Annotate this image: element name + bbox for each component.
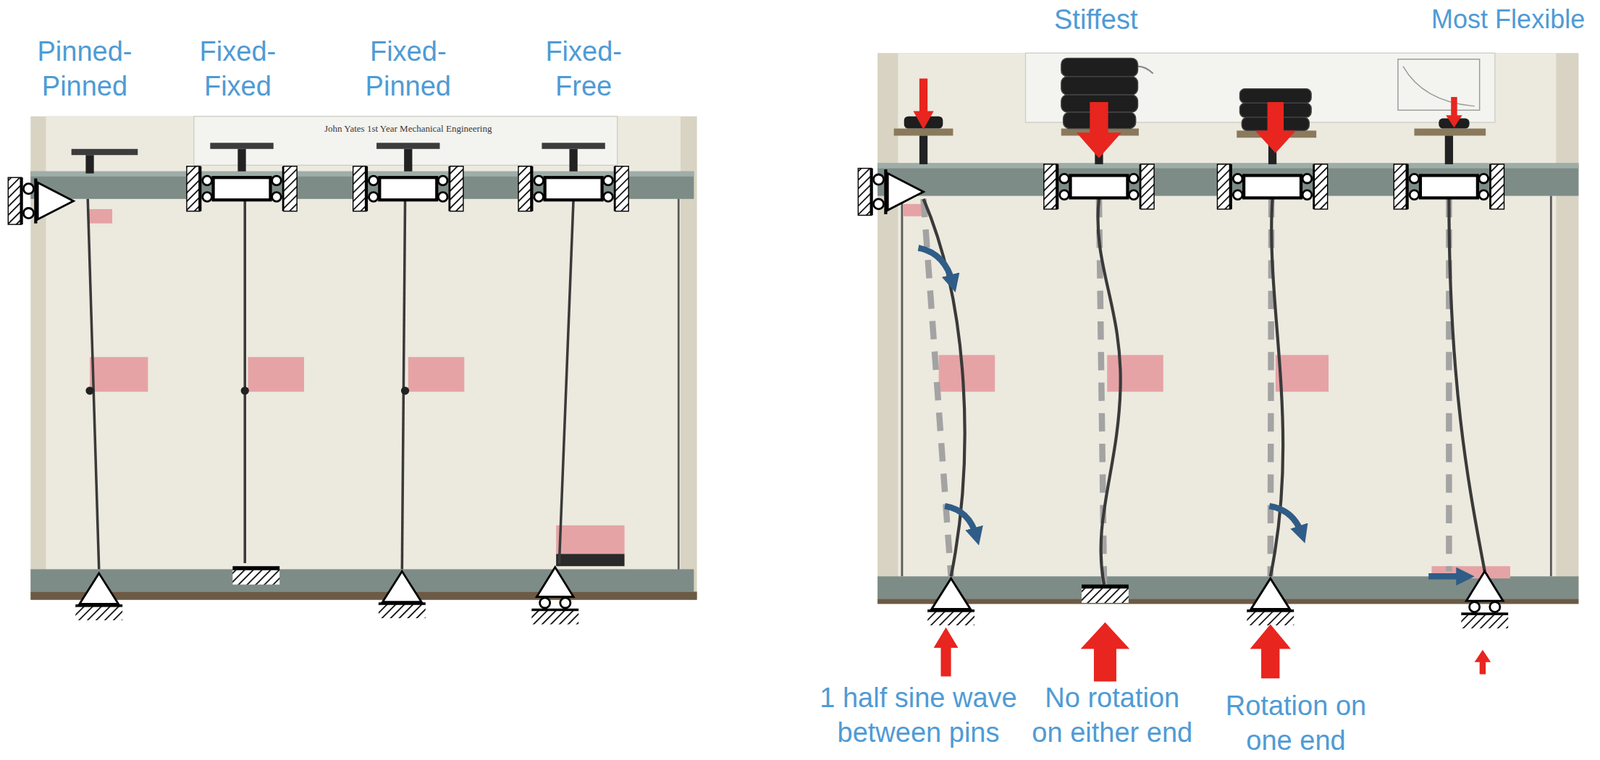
stiffness-label: Stiffest: [1054, 2, 1138, 37]
fixture-stem: [1445, 135, 1454, 164]
fixed-symbol: [1081, 584, 1129, 604]
buckled-column: [1270, 199, 1283, 577]
frame-edge: [1550, 196, 1553, 578]
fixed-guide-symbol: [1217, 164, 1328, 210]
knob: [85, 386, 94, 395]
mode-note: Rotation on one end: [1216, 688, 1376, 759]
fixed-symbol: [232, 566, 280, 585]
pin-roller-symbol: [7, 177, 74, 225]
frame-edge: [677, 199, 680, 572]
fixture-stem: [85, 154, 94, 174]
pin-symbol: [75, 573, 123, 621]
support-type-label: Fixed- Fixed: [179, 34, 296, 104]
reaction-arrow: [1250, 624, 1291, 680]
column: [401, 199, 405, 570]
t-handle: [209, 142, 273, 149]
load-arrow: [912, 78, 934, 130]
load-arrow: [1445, 97, 1463, 128]
fixture-stem: [237, 149, 246, 172]
t-handle: [376, 142, 440, 149]
mode-note: No rotation on either end: [1028, 680, 1197, 751]
column: [87, 199, 100, 570]
support-type-label: Fixed- Free: [525, 34, 642, 104]
weight-disc: [1061, 76, 1139, 95]
pin-symbol: [378, 571, 426, 619]
poster-chart: [1398, 59, 1480, 111]
column: [243, 199, 247, 564]
poster-text: John Yates 1st Year Mechanical Engineeri…: [324, 122, 492, 136]
buckled-column: [1097, 199, 1120, 585]
stiffness-label: Most Flexible: [1431, 2, 1585, 37]
load-arrow: [1255, 102, 1296, 153]
wall-background: [30, 116, 697, 601]
weight-disc: [1239, 89, 1312, 104]
rotation-arrow: [944, 506, 977, 537]
pink-card: [556, 525, 625, 554]
roller-symbol: [531, 567, 579, 625]
load-arrow: [1076, 102, 1122, 159]
pin-symbol: [927, 578, 975, 626]
load-platform: [894, 128, 954, 137]
pink-card: [247, 356, 305, 392]
floor: [30, 591, 697, 600]
rotation-arrow: [918, 247, 953, 284]
fixture-stem: [569, 149, 578, 172]
rotation-arrow: [1269, 506, 1302, 535]
pin-symbol: [1246, 578, 1294, 626]
load-platform: [1413, 128, 1486, 137]
t-handle: [541, 142, 605, 149]
reaction-arrow: [1474, 650, 1492, 675]
pink-card: [87, 209, 113, 224]
knob: [241, 386, 250, 395]
pink-card: [89, 356, 148, 392]
roller-base: [556, 553, 625, 567]
fixed-guide-symbol: [518, 166, 629, 212]
pink-card: [1106, 354, 1164, 392]
fixed-guide-symbol: [1393, 164, 1504, 210]
roller-symbol: [1460, 571, 1509, 629]
buckled-column: [923, 199, 966, 577]
pink-card: [939, 354, 996, 392]
buckled-column: [1448, 199, 1485, 572]
fixed-guide-symbol: [1043, 164, 1155, 210]
frame-edge: [901, 196, 904, 578]
reaction-arrow: [933, 627, 959, 677]
column: [558, 199, 574, 565]
fixture-stem: [403, 149, 412, 172]
bottom-bar: [30, 569, 694, 592]
pin-roller-symbol: [857, 168, 924, 216]
fixture-stem: [919, 135, 928, 164]
fixed-guide-symbol: [186, 166, 297, 212]
translation-arrow: [1428, 573, 1466, 580]
backing-panel: [897, 52, 1556, 579]
knob: [401, 386, 410, 395]
right-photo: [857, 52, 1579, 682]
pink-card: [408, 356, 465, 392]
support-type-label: Fixed- Pinned: [350, 34, 467, 104]
poster-curve: [1403, 66, 1475, 107]
support-type-label: Pinned- Pinned: [26, 34, 143, 104]
reaction-arrow: [1080, 622, 1131, 682]
load-plate: [71, 149, 139, 155]
fixed-guide-symbol: [353, 166, 464, 212]
left-photo: [7, 116, 697, 625]
wall-background: [877, 52, 1579, 604]
pink-card: [1275, 354, 1329, 392]
mode-note: 1 half sine wave between pins: [813, 680, 1023, 751]
weight-disc: [1061, 57, 1139, 77]
